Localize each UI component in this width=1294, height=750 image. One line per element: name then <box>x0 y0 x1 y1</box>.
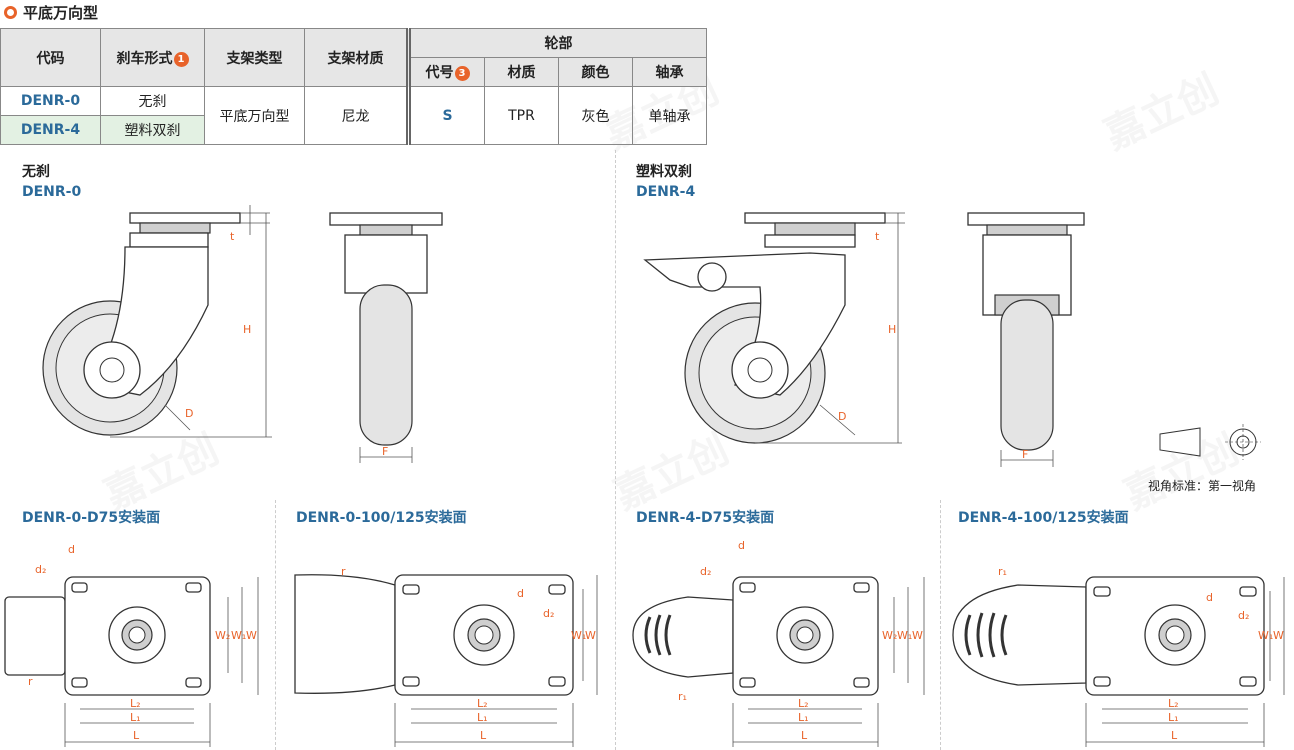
dim-l: L <box>133 729 140 742</box>
divider <box>940 500 941 750</box>
mount-label: DENR-4-100/125安装面 <box>958 510 1129 526</box>
dim-d: d <box>1206 591 1213 604</box>
dim-d2: d₂ <box>1238 609 1249 622</box>
dim-t: t <box>875 230 880 243</box>
mount-label: DENR-0-D75安装面 <box>22 510 161 526</box>
mount-label: DENR-4-D75安装面 <box>636 510 775 526</box>
dim-w1: W₁ <box>1258 629 1273 642</box>
header-bearing: 轴承 <box>632 57 707 87</box>
dim-r: r <box>341 565 346 578</box>
page-title: 平底万向型 <box>4 2 98 23</box>
dim-w1: W₁ <box>231 629 246 642</box>
row-code: DENR-4 <box>0 115 101 145</box>
dim-l2: L₂ <box>477 697 488 710</box>
drawing-denr0-side: t H D <box>42 205 272 438</box>
drawing-denr0-front: F <box>329 212 443 463</box>
dim-d2: d₂ <box>700 565 711 578</box>
drawing-mount-denr0-d75: L L₁ L₂ W W₁ W₂ d d₂ r <box>4 543 259 747</box>
mount-label: DENR-0-100/125安装面 <box>296 510 467 526</box>
dim-l: L <box>480 729 487 742</box>
cell-bracket-type: 平底万向型 <box>204 86 305 145</box>
dim-l2: L₂ <box>798 697 809 710</box>
dim-d: d <box>68 543 75 556</box>
cell-bracket-material: 尼龙 <box>304 86 409 145</box>
header-wheel-group: 轮部 <box>406 28 707 58</box>
header-bracket-material: 支架材质 <box>304 28 409 87</box>
dim-r: r <box>28 675 33 688</box>
watermark: 嘉立创 <box>1097 66 1226 159</box>
dim-f: F <box>382 445 388 458</box>
dim-l1: L₁ <box>798 711 809 724</box>
dim-f: F <box>1022 448 1028 461</box>
header-material: 材质 <box>484 57 559 87</box>
row-brake: 塑料双刹 <box>100 115 205 145</box>
badge-3-icon: 3 <box>454 66 470 81</box>
drawing-mount-denr0-100: L L₁ L₂ W W₁ d d₂ r <box>294 565 598 747</box>
cell-wheel-code: S <box>406 86 485 145</box>
dim-d: D <box>838 410 846 423</box>
dim-w2: W₂ <box>215 629 230 642</box>
dim-d: d <box>738 539 745 552</box>
dim-h: H <box>243 323 251 336</box>
dim-t: t <box>230 230 235 243</box>
dim-d: d <box>517 587 524 600</box>
drawing-denr4-front: F <box>967 212 1085 467</box>
dim-w2: W₂ <box>882 629 897 642</box>
dim-d2: d₂ <box>35 563 46 576</box>
dim-w1: W₁ <box>897 629 912 642</box>
view-label-left: 无刹 DENR-0 <box>22 164 82 200</box>
drawing-mount-denr4-d75: L L₁ L₂ W W₁ W₂ d d₂ r₁ <box>632 539 925 747</box>
dim-h: H <box>888 323 896 336</box>
dim-w: W <box>585 629 596 642</box>
dim-l2: L₂ <box>1168 697 1179 710</box>
dim-l: L <box>1171 729 1178 742</box>
cell-bearing: 单轴承 <box>632 86 707 145</box>
dim-w: W <box>1273 629 1284 642</box>
header-code: 代码 <box>0 28 101 87</box>
dim-r1: r₁ <box>678 690 687 703</box>
header-bracket-type: 支架类型 <box>204 28 305 87</box>
divider <box>275 500 276 750</box>
view-label-right: 塑料双刹 DENR-4 <box>636 164 696 200</box>
row-code: DENR-0 <box>0 86 101 116</box>
row-brake: 无刹 <box>100 86 205 116</box>
first-angle-projection-icon <box>1159 424 1261 460</box>
dim-l: L <box>801 729 808 742</box>
dim-w1: W₁ <box>571 629 586 642</box>
dim-r1: r₁ <box>998 565 1007 578</box>
dim-l1: L₁ <box>1168 711 1179 724</box>
dim-l1: L₁ <box>130 711 141 724</box>
projection-note: 视角标准：第一视角 <box>1148 479 1257 493</box>
dim-l2: L₂ <box>130 697 141 710</box>
header-color: 颜色 <box>558 57 633 87</box>
drawing-mount-denr4-100: L L₁ L₂ W W₁ d d₂ r₁ <box>952 565 1285 747</box>
circle-icon <box>4 6 17 19</box>
dim-d2: d₂ <box>543 607 554 620</box>
dim-d: D <box>185 407 193 420</box>
drawing-denr4-side: t H D <box>643 212 905 444</box>
cell-material: TPR <box>484 86 559 145</box>
cell-color: 灰色 <box>558 86 633 145</box>
dim-l1: L₁ <box>477 711 488 724</box>
dim-w: W <box>912 629 923 642</box>
dim-w: W <box>246 629 257 642</box>
badge-1-icon: 1 <box>173 51 189 67</box>
divider <box>615 150 616 750</box>
